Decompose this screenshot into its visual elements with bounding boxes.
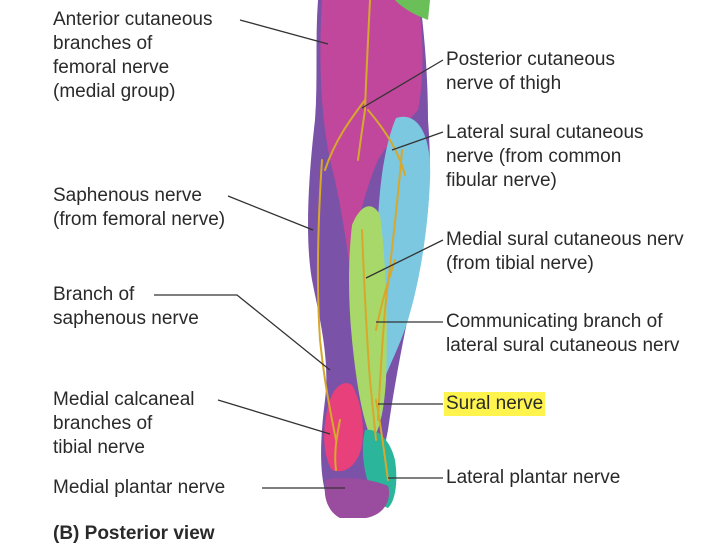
label-branch-saphenous: Branch of saphenous nerve (53, 284, 199, 329)
label-communicating: Communicating branch of lateral sural cu… (446, 311, 680, 356)
leader-lines (154, 19, 444, 489)
leader-lateral-sural (391, 131, 444, 151)
sural-highlight: Sural nerve (444, 392, 546, 416)
leg-cyan-region (377, 116, 431, 376)
label-saphenous: Saphenous nerve (from femoral nerve) (53, 185, 226, 230)
label-medial-sural: Medial sural cutaneous nerv (from tibial… (446, 229, 684, 274)
nerve-calcaneal (334, 419, 341, 471)
label-anterior-cutaneous: Anterior cutaneous branches of femoral n… (53, 9, 213, 102)
nerve-medial-sural (361, 229, 377, 441)
leg-magenta-region (320, 0, 423, 270)
leader-medial-sural (365, 239, 444, 279)
label-lateral-sural: Lateral sural cutaneous nerve (from comm… (446, 122, 644, 191)
label-medial-calcaneal: Medial calcaneal branches of tibial nerv… (53, 389, 195, 458)
leader-saphenous (227, 195, 314, 231)
nerve-branch-1 (324, 99, 366, 171)
leg-sole (324, 478, 390, 518)
leg-green-region (349, 206, 387, 440)
leader-posterior-cutaneous (361, 59, 444, 109)
nerve-saphenous (316, 159, 337, 441)
figure-caption: (B) Posterior view (53, 523, 215, 544)
nerve-lateral-sural (377, 149, 403, 421)
leader-medial-calcaneal (217, 399, 331, 435)
leg-pink-heel (324, 383, 363, 472)
label-posterior-cutaneous: Posterior cutaneous nerve of thigh (446, 49, 615, 94)
leg-green-top (395, 0, 430, 20)
nerve-communicating (375, 259, 396, 331)
nerve-branch-2 (367, 109, 406, 176)
label-sural: Sural nerve (444, 392, 546, 416)
nerve-sural (375, 399, 389, 481)
label-medial-plantar: Medial plantar nerve (53, 477, 226, 498)
leader-anterior-cutaneous (239, 19, 329, 45)
label-lateral-plantar: Lateral plantar nerve (446, 467, 621, 488)
leader-branch-saphenous (154, 294, 331, 371)
